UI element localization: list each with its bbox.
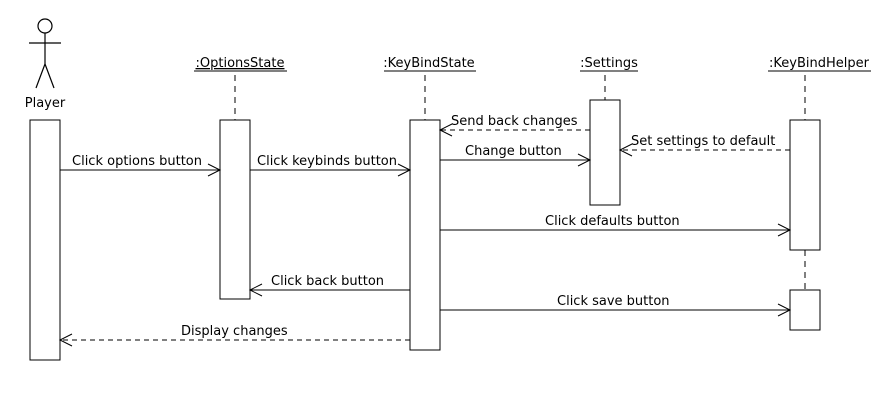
message-display-changes: Display changes <box>58 324 410 347</box>
message-label: Change button <box>465 144 562 159</box>
message-label: Click save button <box>557 294 670 309</box>
message-label: Click keybinds button <box>257 154 397 169</box>
participant-label: :KeyBindHelper <box>769 56 870 71</box>
message-send-back-changes: Send back changes <box>438 114 590 137</box>
actor-label: Player <box>25 96 66 111</box>
activation-settings <box>589 99 621 206</box>
activation-player <box>29 119 61 361</box>
message-click-keybinds: Click keybinds button <box>250 154 412 177</box>
message-click-defaults: Click defaults button <box>440 214 792 237</box>
actor-player: Player <box>25 18 66 361</box>
arrow-head-icon <box>577 153 592 167</box>
activation-keybind-helper-2 <box>789 289 821 331</box>
participant-keybind-helper: :KeyBindHelper <box>768 56 871 331</box>
participant-options-state: :OptionsState <box>194 56 287 300</box>
participant-label: :Settings <box>580 56 638 71</box>
participant-keybind-state: :KeyBindState <box>383 56 476 351</box>
arrow-head-icon <box>207 163 222 177</box>
arrow-head-icon <box>777 223 792 237</box>
arrow-head-icon <box>397 163 412 177</box>
participant-settings: :Settings <box>580 56 638 206</box>
message-change-button: Change button <box>440 144 592 167</box>
activation-keybind-state <box>409 119 441 351</box>
arrow-head-icon <box>248 283 263 297</box>
message-click-options: Click options button <box>60 154 222 177</box>
activation-options-state <box>219 119 251 300</box>
arrow-head-icon <box>58 333 73 347</box>
activation-keybind-helper-1 <box>789 119 821 251</box>
arrow-head-icon <box>438 123 453 137</box>
message-label: Set settings to default <box>631 134 775 149</box>
message-label: Click back button <box>271 274 384 289</box>
arrow-head-icon <box>777 303 792 317</box>
message-click-back: Click back button <box>248 274 410 297</box>
message-label: Click options button <box>72 154 202 169</box>
participant-label: :KeyBindState <box>383 56 474 71</box>
message-label: Display changes <box>181 324 288 339</box>
participant-label: :OptionsState <box>196 56 285 71</box>
message-label: Click defaults button <box>545 214 680 229</box>
message-label: Send back changes <box>451 114 578 129</box>
arrow-head-icon <box>618 143 633 157</box>
message-set-settings-default: Set settings to default <box>618 134 790 157</box>
message-click-save: Click save button <box>440 294 792 317</box>
stick-figure-icon <box>29 18 61 89</box>
